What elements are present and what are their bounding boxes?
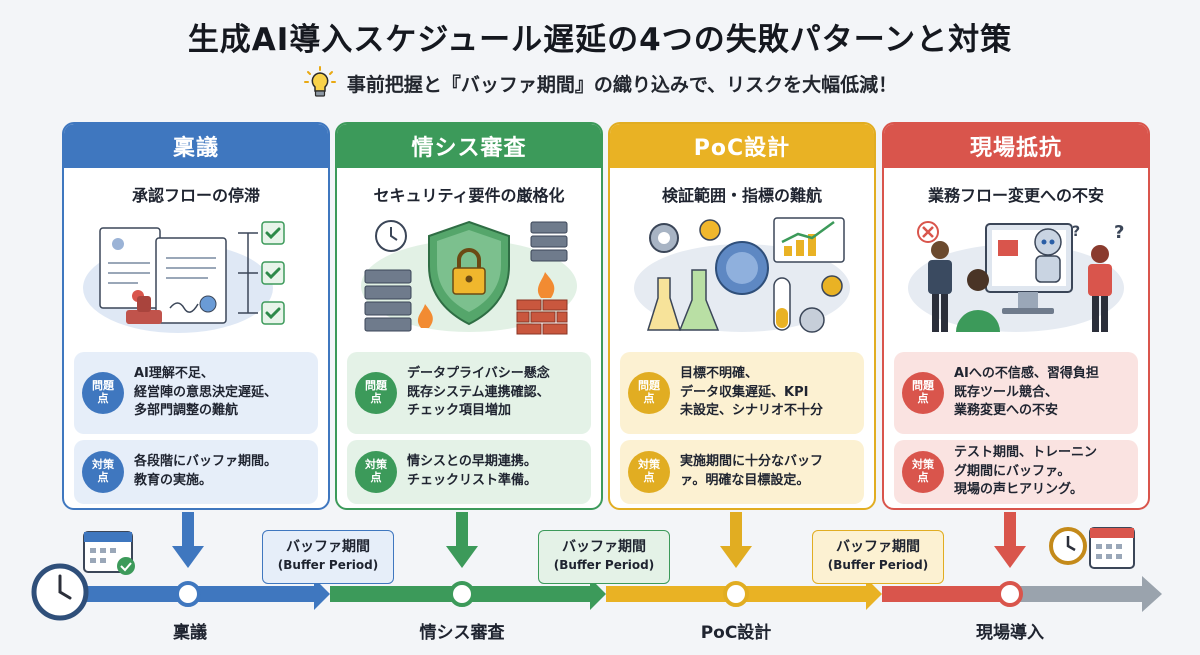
- buffer-label: バッファ期間: [836, 539, 920, 555]
- stage-label-ringi: 稟議: [173, 623, 207, 643]
- security-shield-icon: [361, 220, 577, 335]
- card-header: 稟議: [64, 124, 328, 168]
- subtitle-row: 事前把握と『バッファ期間』の織り込みで、リスクを大幅低減！: [0, 66, 1200, 100]
- stage-label-security: 情シス審査: [419, 623, 505, 643]
- solution-box: 対策 点 各段階にバッファ期間。 教育の実施。: [74, 440, 318, 504]
- card-header: PoC設計: [610, 124, 874, 168]
- workplace-robot-icon: ? ?: [908, 221, 1124, 332]
- down-arrow-1: [172, 512, 204, 568]
- stage-label-deploy: 現場導入: [976, 623, 1044, 643]
- solution-text: 各段階にバッファ期間。 教育の実施。: [134, 454, 278, 488]
- buffer-label: バッファ期間: [286, 539, 370, 555]
- calendar-icon: [1089, 527, 1135, 569]
- problem-box: 問題 点 目標不明確、 データ収集遅延、KPI 未設定、シナリオ不十分: [620, 352, 864, 434]
- solution-badge: 対策 点: [355, 451, 397, 493]
- timeline: [31, 512, 1162, 621]
- problem-badge: 問題 点: [902, 372, 944, 414]
- lightbulb-icon: [303, 66, 336, 97]
- buffer-period-3: バッファ期間 (Buffer Period): [812, 530, 944, 584]
- clock-icon: [31, 563, 89, 621]
- problem-badge: 問題 点: [628, 372, 670, 414]
- problem-text: AI理解不足、 経営陣の意思決定遅延、 多部門調整の難航: [134, 365, 278, 419]
- buffer-period-2: バッファ期間 (Buffer Period): [538, 530, 670, 584]
- solution-badge: 対策 点: [902, 451, 944, 493]
- solution-badge: 対策 点: [82, 451, 124, 493]
- buffer-label-en: (Buffer Period): [277, 558, 379, 572]
- solution-box: 対策 点 情シスとの早期連携。 チェックリスト準備。: [347, 440, 591, 504]
- card-subtitle: 業務フロー変更への不安: [927, 186, 1104, 205]
- solution-text: 実施期間に十分なバッフ ァ。明確な目標設定。: [680, 454, 824, 488]
- buffer-label-en: (Buffer Period): [553, 558, 655, 572]
- svg-text:?: ?: [1114, 222, 1124, 243]
- buffer-period-1: バッファ期間 (Buffer Period): [262, 530, 394, 584]
- problem-text: AIへの不信感、習得負担 既存ツール競合、 業務変更への不安: [954, 365, 1099, 419]
- solution-text: テスト期間、トレーニン グ期間にバッファ。 現場の声ヒアリング。: [954, 444, 1098, 498]
- clock-icon: [1049, 527, 1087, 565]
- problem-badge: 問題 点: [355, 372, 397, 414]
- solution-text: 情シスとの早期連携。 チェックリスト準備。: [407, 454, 538, 488]
- problem-box: 問題 点 AI理解不足、 経営陣の意思決定遅延、 多部門調整の難航: [74, 352, 318, 434]
- approval-document-icon: [83, 221, 285, 333]
- down-arrow-3: [720, 512, 752, 568]
- subtitle: 事前把握と『バッファ期間』の織り込みで、リスクを大幅低減！: [346, 73, 898, 96]
- problem-text: データプライバシー懸念 既存システム連携確認、 チェック項目増加: [407, 365, 550, 419]
- down-arrow-2: [446, 512, 478, 568]
- card-subtitle: セキュリティ要件の厳格化: [373, 186, 565, 205]
- down-arrow-4: [994, 512, 1026, 568]
- solution-badge: 対策 点: [628, 451, 670, 493]
- calendar-icon: [83, 531, 135, 575]
- buffer-label: バッファ期間: [562, 539, 646, 555]
- stage-label-poc: PoC設計: [700, 623, 772, 643]
- card-ringi: 稟議 承認フローの停滞 問題 点 AI理解不足、 経営陣の意思決定遅延、 多部門…: [62, 122, 330, 510]
- buffer-label-en: (Buffer Period): [827, 558, 929, 572]
- card-header: 現場抵抗: [884, 124, 1148, 168]
- problem-text: 目標不明確、 データ収集遅延、KPI 未設定、シナリオ不十分: [680, 365, 824, 419]
- solution-box: 対策 点 実施期間に十分なバッフ ァ。明確な目標設定。: [620, 440, 864, 504]
- svg-text:?: ?: [1072, 224, 1080, 240]
- card-poc-design: PoC設計 検証範囲・指標の難航 問題 点 目標不明確、 データ収集遅延、KPI…: [608, 122, 876, 510]
- problem-badge: 問題 点: [82, 372, 124, 414]
- card-security-review: 情シス審査 セキュリティ要件の厳格化 問題 点: [335, 122, 603, 510]
- page-title: 生成AI導入スケジュール遅延の4つの失敗パターンと対策: [187, 22, 1013, 58]
- solution-box: 対策 点 テスト期間、トレーニン グ期間にバッファ。 現場の声ヒアリング。: [894, 440, 1138, 504]
- problem-box: 問題 点 データプライバシー懸念 既存システム連携確認、 チェック項目増加: [347, 352, 591, 434]
- problem-box: 問題 点 AIへの不信感、習得負担 既存ツール競合、 業務変更への不安: [894, 352, 1138, 434]
- card-subtitle: 承認フローの停滞: [131, 186, 260, 205]
- card-subtitle: 検証範囲・指標の難航: [661, 186, 822, 205]
- ai-experiment-icon: [634, 217, 850, 333]
- card-header: 情シス審査: [337, 124, 601, 168]
- card-field-resistance: 現場抵抗 業務フロー変更への不安 ? ? 問題 点 AIへの不信感、習得負担 既…: [882, 122, 1150, 510]
